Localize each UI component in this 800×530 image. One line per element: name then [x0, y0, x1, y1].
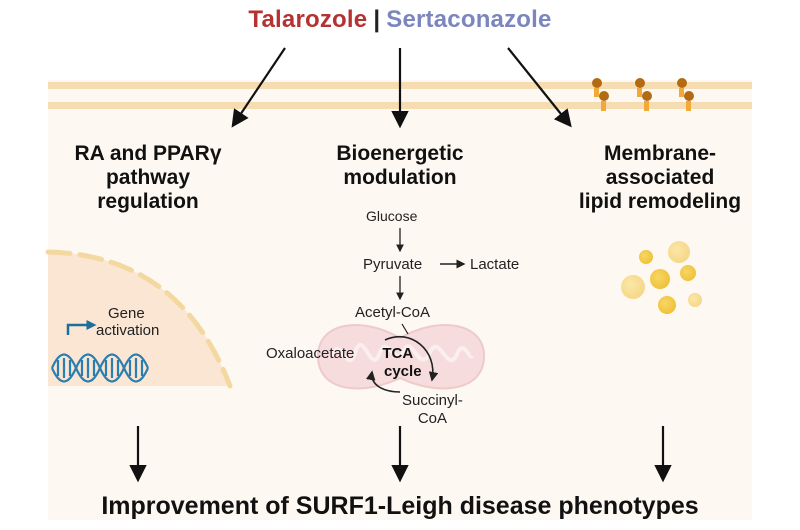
- tca-line1: TCA: [382, 345, 414, 362]
- gene-activation-label: Gene activation: [96, 305, 159, 339]
- arrow-to-lipid: [507, 47, 572, 128]
- membrane-lipid-icon: [592, 78, 694, 111]
- heading-line: lipid remodeling: [578, 190, 742, 213]
- title-separator: |: [373, 6, 381, 33]
- lipid-pair-3: [677, 78, 694, 111]
- heading-line: Bioenergetic: [336, 142, 464, 165]
- label-lactate: Lactate: [470, 256, 520, 273]
- lipid-droplets-icon: [621, 241, 702, 314]
- gene-label-line2: activation: [96, 322, 160, 339]
- gene-activation-arrow-icon: [66, 320, 97, 335]
- mitochondrion-icon: [316, 324, 486, 390]
- gene-label-line1: Gene: [108, 305, 145, 322]
- succinyl-line2: CoA: [417, 410, 448, 427]
- dna-helix-icon: [50, 353, 150, 383]
- nuclear-envelope: [45, 249, 233, 389]
- tca-arrow-right: [384, 335, 439, 382]
- heading-line: associated: [605, 166, 715, 189]
- label-succinyl-coa: Succinyl- CoA: [402, 392, 463, 428]
- succinyl-line1: Succinyl-: [402, 392, 463, 409]
- label-tca-cycle: TCA cycle: [374, 345, 422, 381]
- arrow-to-ra-ppar: [231, 47, 286, 128]
- drug-sertaconazole: Sertaconazole: [386, 6, 552, 33]
- nucleus-icon: [48, 252, 230, 386]
- heading-line: modulation: [343, 166, 457, 189]
- lipid-pair-2: [635, 78, 652, 111]
- drug-title: Talarozole|Sertaconazole: [0, 6, 800, 34]
- label-acetyl-coa: Acetyl-CoA: [355, 304, 431, 321]
- lipid-pair-1: [592, 78, 609, 111]
- heading-line: regulation: [97, 190, 199, 213]
- label-glucose: Glucose: [366, 208, 418, 224]
- heading-line: Membrane-: [603, 142, 717, 165]
- heading-line: pathway: [105, 166, 191, 189]
- acetylcoa-connector: [401, 323, 409, 335]
- heading-bioenergetic: Bioenergetic modulation: [310, 142, 490, 190]
- heading-ra-ppar: RA and PPARγ pathway regulation: [58, 142, 238, 214]
- drug-talarozole: Talarozole: [248, 6, 368, 33]
- heading-lipid: Membrane- associated lipid remodeling: [560, 142, 760, 214]
- outcome-statement: Improvement of SURF1-Leigh disease pheno…: [101, 492, 699, 520]
- heading-line: RA and PPARγ: [74, 142, 222, 165]
- tca-line2: cycle: [384, 363, 422, 380]
- label-pyruvate: Pyruvate: [363, 256, 423, 273]
- tca-arrow-left: [365, 370, 401, 393]
- label-oxaloacetate: Oxaloacetate: [266, 345, 355, 362]
